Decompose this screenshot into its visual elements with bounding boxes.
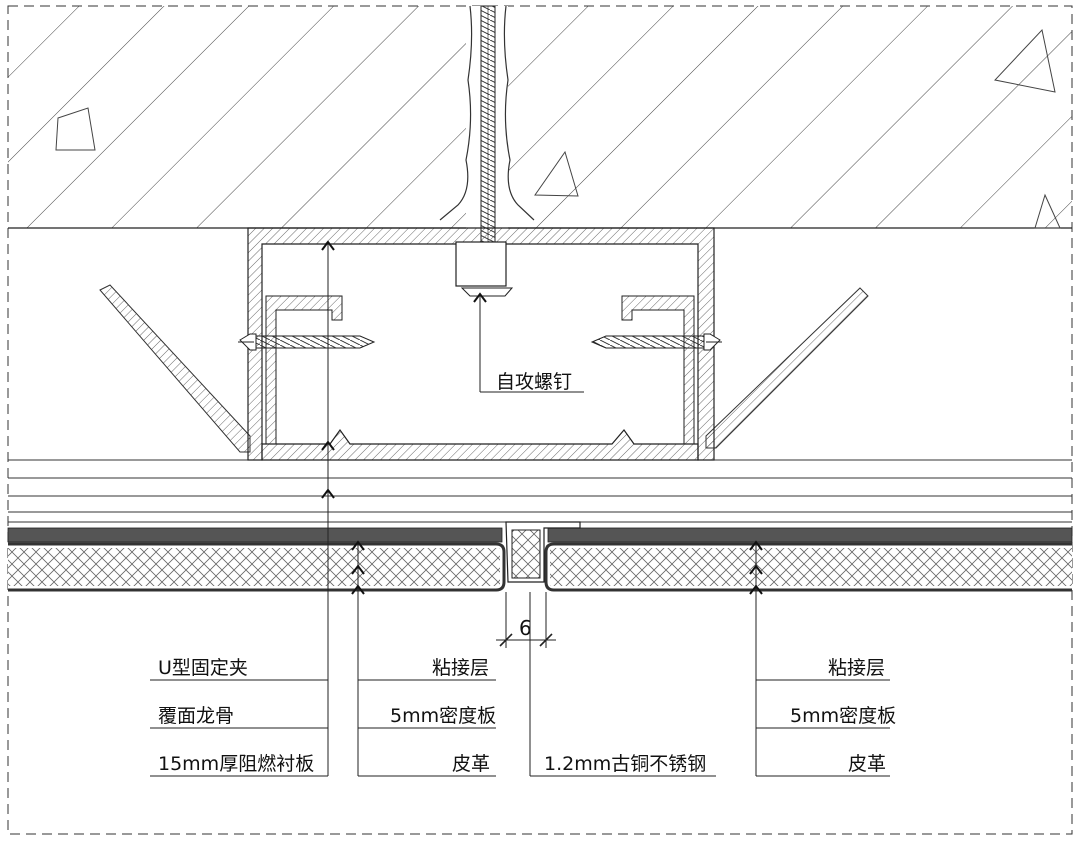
angled-keel-left: [99, 284, 251, 453]
side-screw-left: [238, 333, 376, 351]
anchor-bolt: [439, 5, 535, 243]
leader-steel-strip: 1.2mm古铜不锈钢: [529, 592, 716, 777]
label-adhesive-left: 粘接层: [432, 657, 489, 679]
label-steel-strip: 1.2mm古铜不锈钢: [544, 753, 706, 775]
label-keel: 覆面龙骨: [158, 705, 234, 727]
gap-dimension: 6: [496, 592, 556, 648]
leader-left-group-a: U型固定夹 覆面龙骨 15mm厚阻燃衬板: [150, 240, 335, 777]
aggregate-triangle: [1034, 193, 1061, 229]
finish-panel-right: [544, 527, 1073, 592]
label-leather-right: 皮革: [848, 753, 886, 775]
aggregate-triangle: [994, 28, 1056, 93]
stainless-steel-strip: [505, 521, 581, 583]
label-self-tapping-screw: 自攻螺钉: [496, 371, 572, 393]
label-mdf-left: 5mm密度板: [390, 705, 496, 727]
angled-keel-right: [705, 287, 869, 449]
leader-self-tapping-screw: 自攻螺钉: [473, 292, 584, 393]
concrete-slab: [8, 6, 1072, 229]
gap-dimension-value: 6: [519, 616, 532, 640]
aggregate-triangle: [55, 107, 96, 151]
label-mdf-right: 5mm密度板: [790, 705, 896, 727]
u-clip-profile: [247, 227, 715, 461]
leader-left-group-b: 粘接层 5mm密度板 皮革: [351, 540, 496, 777]
side-screw-right: [590, 333, 722, 351]
finish-panel-left: [7, 527, 506, 592]
label-adhesive-right: 粘接层: [828, 657, 885, 679]
self-tapping-screw: [455, 241, 514, 297]
leader-right-group: 粘接层 5mm密度板 皮革: [749, 540, 896, 777]
aggregate-triangle: [534, 150, 579, 197]
label-u-clip: U型固定夹: [158, 657, 248, 679]
label-leather-left: 皮革: [452, 753, 490, 775]
label-fr-board: 15mm厚阻燃衬板: [158, 753, 314, 775]
